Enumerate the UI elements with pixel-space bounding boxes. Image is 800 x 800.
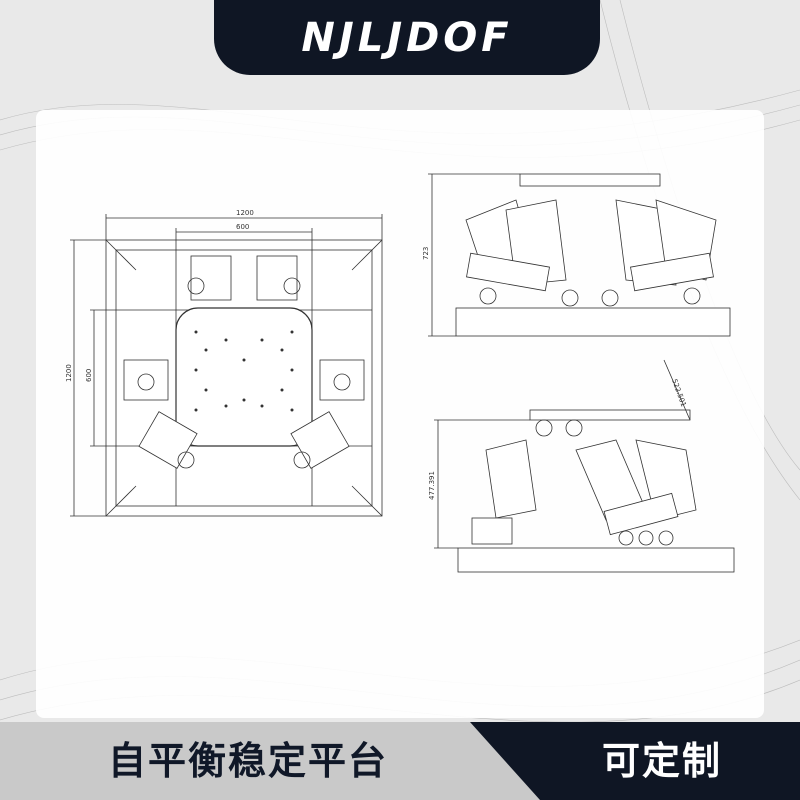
top-dim-width-outer: 1200 — [236, 209, 254, 217]
side-dim-height: 477.391 — [428, 471, 436, 500]
custom-tag: 可定制 — [602, 739, 723, 783]
side-dim-stroke: 522.501 — [670, 378, 687, 408]
front-dim-height: 723 — [422, 247, 430, 260]
top-dim-height-inner: 600 — [85, 369, 93, 382]
brand-logo-pill: NJLJDOF — [214, 0, 600, 75]
technical-drawing: 1200 600 1200 600 723 477.391 522.501 — [65, 173, 735, 573]
top-dim-width-inner: 600 — [236, 223, 249, 231]
side-view — [434, 359, 735, 573]
top-dim-height-outer: 1200 — [65, 364, 73, 382]
brand-logo: NJLJDOF — [301, 14, 513, 61]
top-view — [70, 214, 383, 517]
front-view — [428, 173, 731, 337]
bottom-dark-wedge — [470, 722, 800, 800]
product-title: 自平衡稳定平台 — [108, 739, 389, 783]
